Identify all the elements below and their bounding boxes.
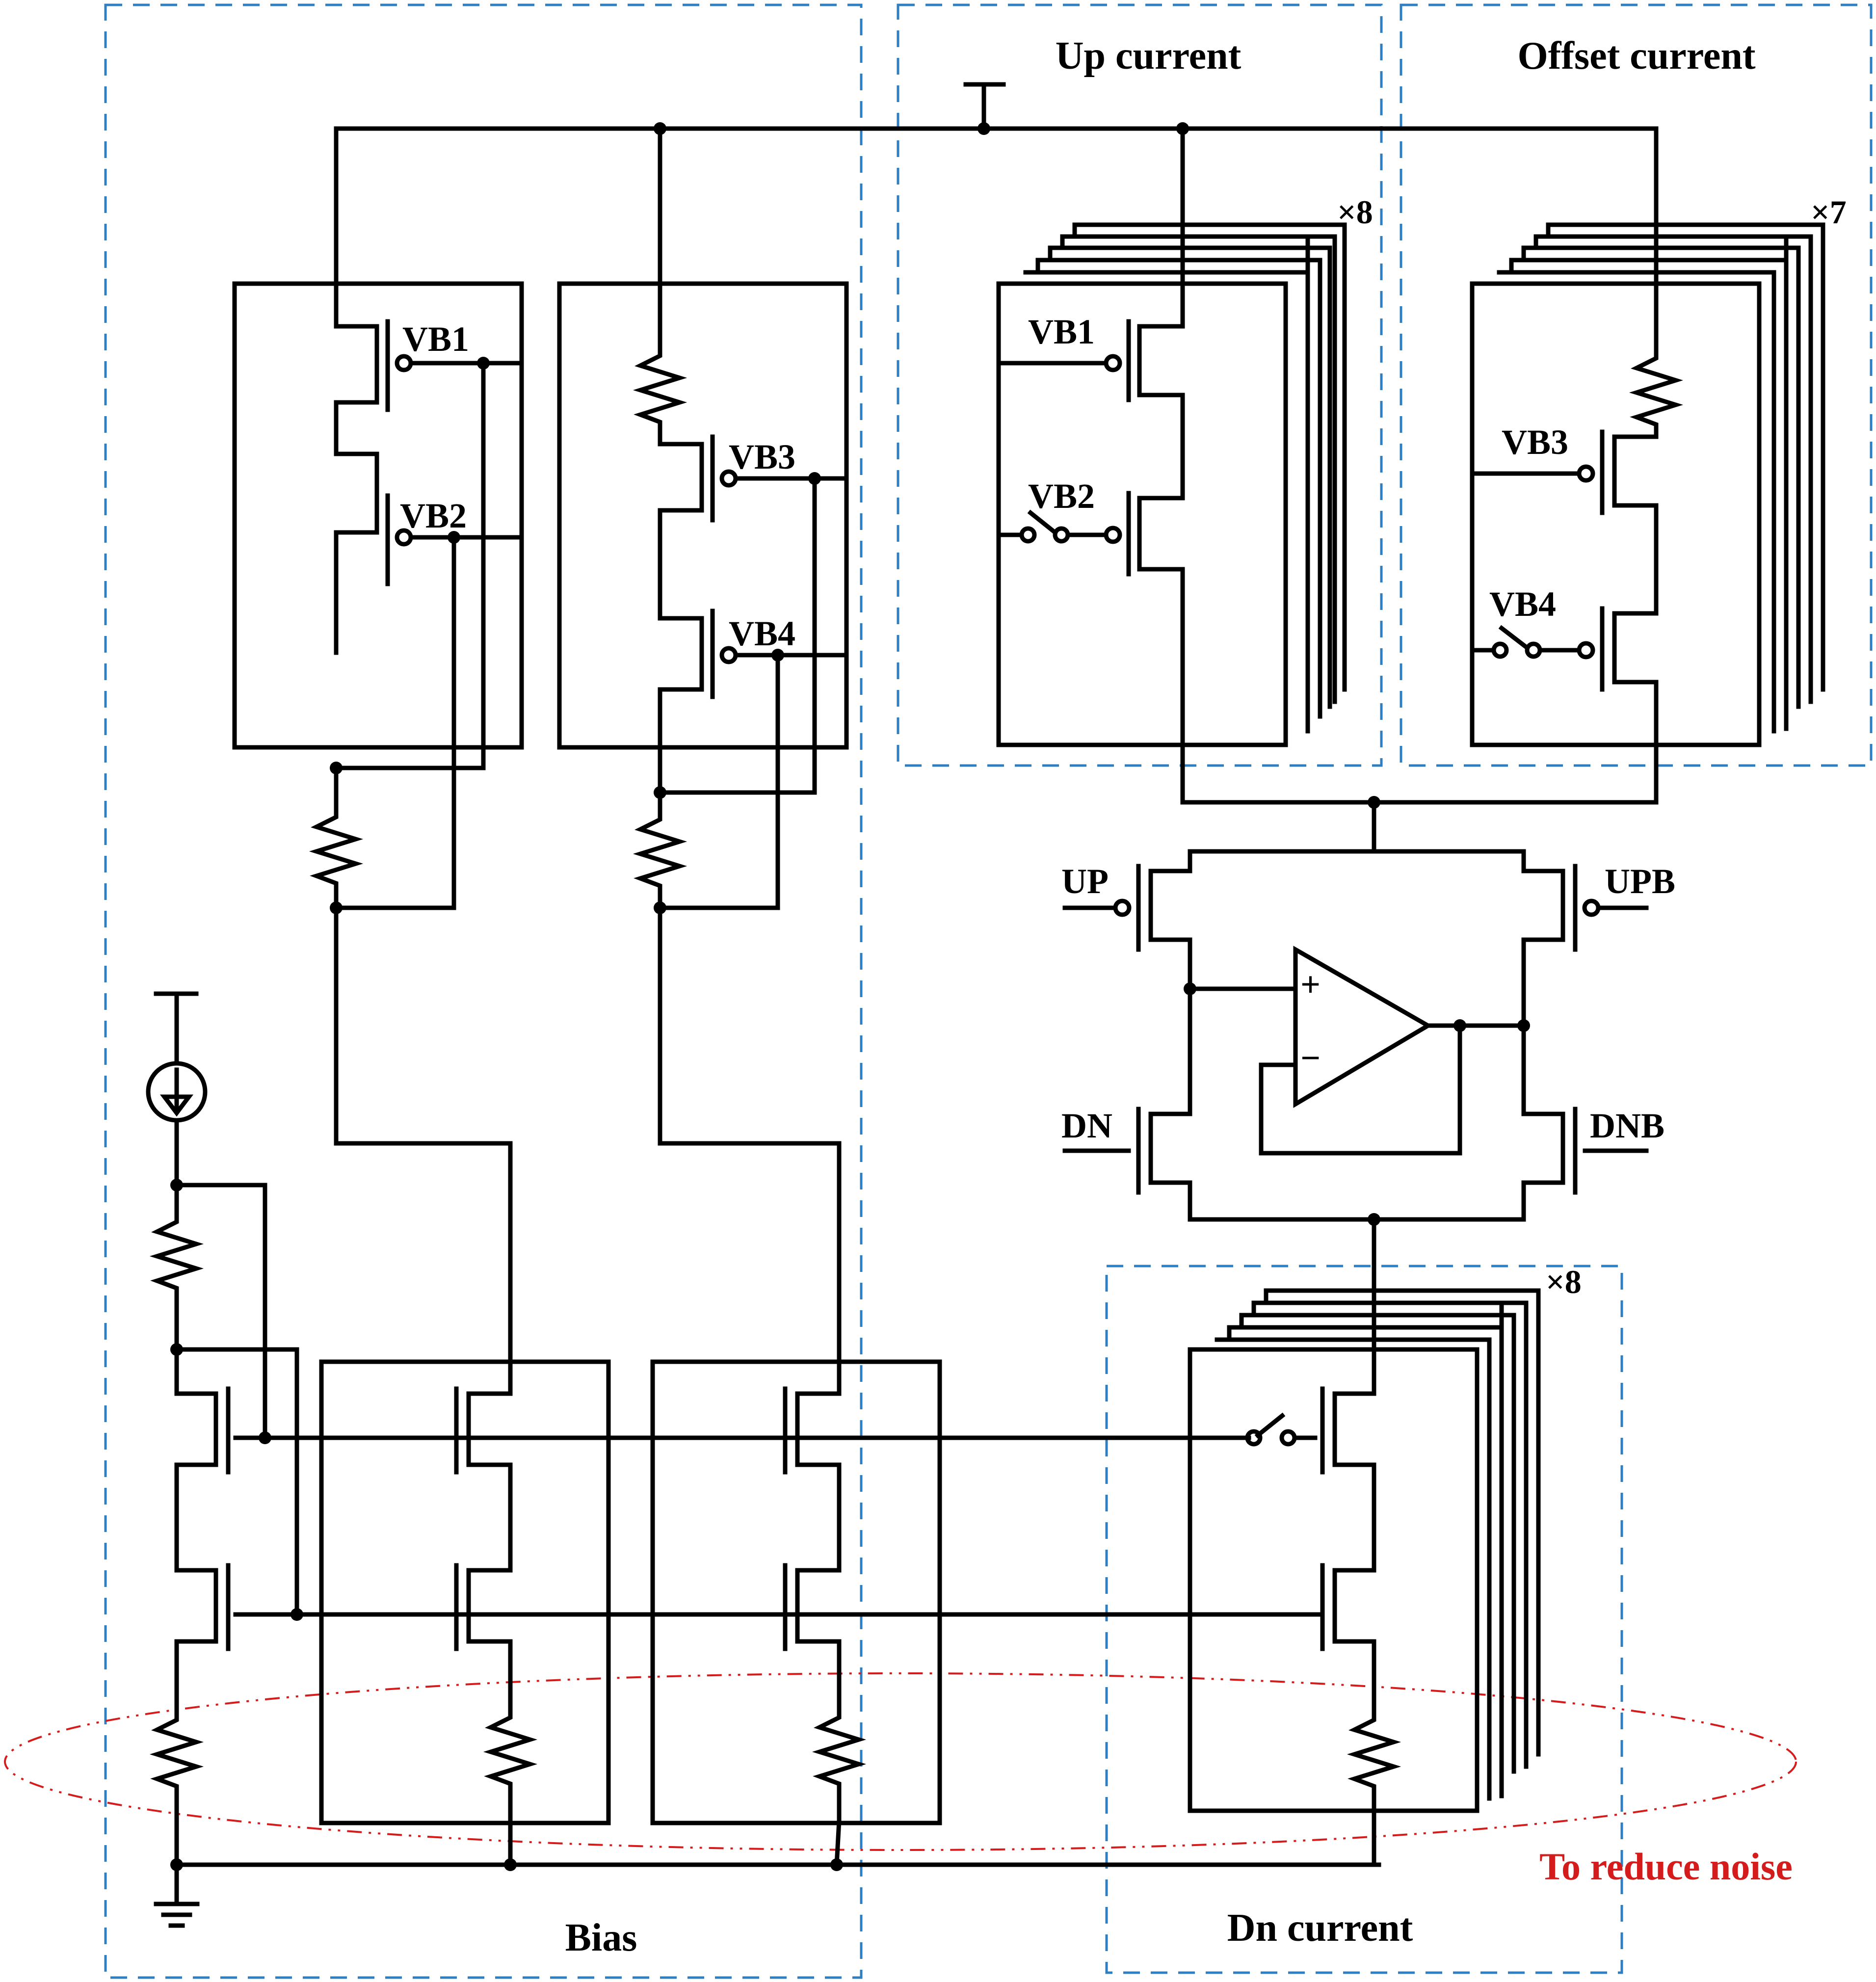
dn-current-section-title: Dn current bbox=[1227, 1906, 1413, 1950]
up-multiplier-label: ×8 bbox=[1337, 193, 1373, 231]
up-current-section-title: Up current bbox=[1056, 34, 1242, 78]
dn-current-section-box bbox=[1105, 1265, 1623, 1974]
upb-switch-label: UPB bbox=[1605, 862, 1675, 901]
dn-current-cells bbox=[1165, 1288, 1541, 1867]
bias-section-box bbox=[104, 3, 863, 1979]
up-switch-label: UP bbox=[1061, 862, 1109, 901]
offset-current-section-box bbox=[1400, 3, 1873, 767]
offset-current-cells bbox=[1470, 222, 1825, 805]
up-vb1-label: VB1 bbox=[1028, 312, 1095, 351]
reference-current-source bbox=[146, 991, 208, 1188]
offset-vb3-label: VB3 bbox=[1502, 423, 1568, 462]
offset-multiplier-label: ×7 bbox=[1811, 193, 1847, 231]
bias-section-title: Bias bbox=[565, 1916, 637, 1959]
dn-switch-label: DN bbox=[1061, 1106, 1112, 1145]
ground-rail bbox=[154, 1858, 1381, 1928]
bias-vb4-label: VB4 bbox=[729, 614, 795, 653]
offset-vb4-label: VB4 bbox=[1489, 584, 1556, 624]
reduce-noise-annotation: To reduce noise bbox=[1539, 1845, 1793, 1888]
bias-nmos-reference bbox=[149, 1179, 1322, 1867]
bias-resistor-1 bbox=[309, 762, 513, 1367]
up-current-cells bbox=[996, 126, 1347, 805]
bias-vb3-label: VB3 bbox=[729, 437, 795, 476]
opamp-plus-sign: + bbox=[1300, 965, 1321, 1004]
bias-nmos-block-b bbox=[650, 1359, 942, 1867]
dnb-switch-label: DNB bbox=[1590, 1106, 1665, 1145]
bias-nmos-block-a bbox=[319, 1359, 611, 1867]
offset-current-section-title: Offset current bbox=[1518, 34, 1756, 78]
bias-pmos-block-2 bbox=[557, 281, 849, 910]
noise-highlight-ellipse bbox=[4, 1672, 1797, 1851]
bias-vb1-label: VB1 bbox=[402, 319, 469, 359]
bias-vb2-label: VB2 bbox=[400, 496, 467, 535]
opamp-minus-sign: − bbox=[1300, 1038, 1321, 1078]
bias-pmos-block-1 bbox=[232, 281, 524, 910]
charge-pump-switch-core bbox=[1062, 796, 1659, 1367]
up-current-section-box bbox=[897, 3, 1383, 767]
bias-resistor-2 bbox=[633, 786, 842, 1367]
up-vb2-label: VB2 bbox=[1028, 476, 1095, 516]
dn-multiplier-label: ×8 bbox=[1546, 1263, 1582, 1300]
vdd-rail bbox=[334, 82, 1659, 341]
